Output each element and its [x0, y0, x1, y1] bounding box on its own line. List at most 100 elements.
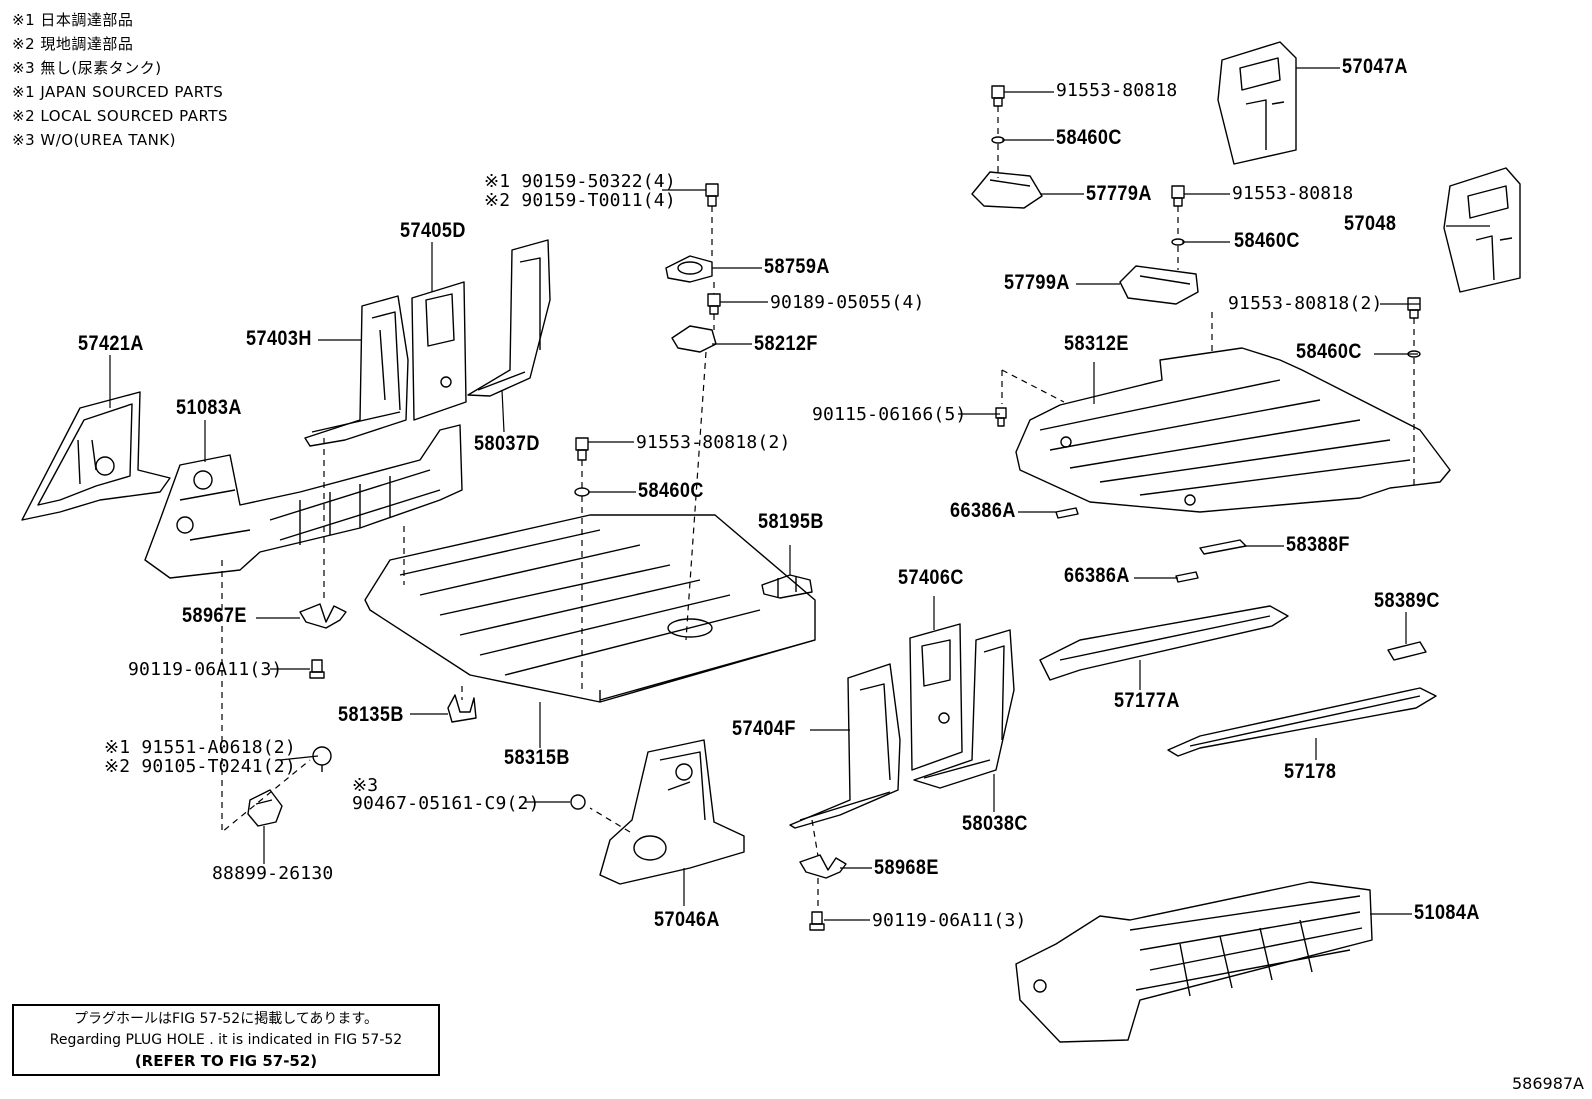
part-label-58460C[interactable]: 58460C [638, 479, 704, 502]
part-label-57421A[interactable]: 57421A [78, 332, 144, 355]
part-label-57048[interactable]: 57048 [1344, 212, 1397, 235]
part-label-90467-05161-C9-2[interactable]: 90467-05161-C9(2) [352, 793, 540, 814]
part-88899-26130-drawing [247, 789, 283, 827]
part-label-58195B[interactable]: 58195B [758, 510, 824, 533]
note-line: ※1 日本調達部品 [12, 11, 134, 29]
part-57047A-drawing [1217, 41, 1297, 165]
part-label-58135B[interactable]: 58135B [338, 703, 404, 726]
note-line: ※1 JAPAN SOURCED PARTS [12, 83, 224, 101]
part-58315B-drawing [364, 514, 816, 703]
part-label-57403H[interactable]: 57403H [246, 327, 312, 350]
sourcing-notes: ※1 日本調達部品 ※2 現地調達部品 ※3 無し(尿素タンク) ※1 JAPA… [12, 8, 228, 152]
part-label-57406C[interactable]: 57406C [898, 566, 964, 589]
part-57799A-drawing [1119, 265, 1199, 305]
part-label-51084A[interactable]: 51084A [1414, 901, 1480, 924]
part-label-58967E[interactable]: 58967E [182, 604, 247, 627]
part-58038C-drawing [913, 629, 1015, 789]
part-label-58315B[interactable]: 58315B [504, 746, 570, 769]
part-label-58460C[interactable]: 58460C [1296, 340, 1362, 363]
part-label-58038C[interactable]: 58038C [962, 812, 1028, 835]
note-line: ※2 LOCAL SOURCED PARTS [12, 107, 228, 125]
bolt-90189-drawing [707, 293, 721, 315]
part-label-57047A[interactable]: 57047A [1342, 55, 1408, 78]
clip-66386A-a-drawing [1055, 507, 1079, 519]
part-label-57779A[interactable]: 57779A [1086, 182, 1152, 205]
part-label-58389C[interactable]: 58389C [1374, 589, 1440, 612]
part-label-note-3-marker: ※3 [352, 775, 379, 796]
part-57421A-drawing [21, 391, 171, 521]
part-label-90159-T0011[interactable]: ※2 90159-T0011(4) [484, 190, 676, 211]
note-english: Regarding PLUG HOLE . it is indicated in… [49, 1032, 403, 1048]
part-57177A-drawing [1039, 605, 1289, 681]
part-58759A-drawing [665, 255, 713, 283]
part-57405D-drawing [411, 281, 467, 421]
part-label-58312E[interactable]: 58312E [1064, 332, 1129, 355]
part-label-91553-80818[interactable]: 91553-80818 [1056, 80, 1178, 101]
part-label-57405D[interactable]: 57405D [400, 219, 466, 242]
part-57403H-drawing [304, 295, 409, 447]
part-58195B-drawing [761, 574, 813, 599]
bolt-91553-right-drawing [1407, 297, 1421, 358]
clip-66386A-b-drawing [1175, 571, 1199, 583]
part-label-90115-06166-5[interactable]: 90115-06166(5) [812, 404, 967, 425]
part-58135B-drawing [447, 694, 477, 723]
part-label-66386A[interactable]: 66386A [1064, 564, 1130, 587]
bolt-90119-06A11-left-drawing [309, 659, 325, 679]
part-58312E-drawing [1015, 347, 1451, 513]
bolt-90119-06A11-right-drawing [809, 911, 825, 931]
part-label-57046A[interactable]: 57046A [654, 908, 720, 931]
part-label-91553-80818-2[interactable]: 91553-80818(2) [636, 432, 791, 453]
part-label-58759A[interactable]: 58759A [764, 255, 830, 278]
part-57779A-drawing [971, 171, 1043, 209]
part-58388F-drawing [1199, 539, 1247, 555]
part-label-66386A[interactable]: 66386A [950, 499, 1016, 522]
note-line: ※3 無し(尿素タンク) [12, 59, 162, 77]
part-label-90119-06A11-3[interactable]: 90119-06A11(3) [128, 659, 283, 680]
part-label-57177A[interactable]: 57177A [1114, 689, 1180, 712]
part-label-57178[interactable]: 57178 [1284, 760, 1337, 783]
note-line: ※2 現地調達部品 [12, 35, 134, 53]
part-label-58388F[interactable]: 58388F [1286, 533, 1350, 556]
part-label-91553-80818-2[interactable]: 91553-80818(2) [1228, 293, 1383, 314]
part-label-58037D[interactable]: 58037D [474, 432, 540, 455]
part-label-91551-A0618[interactable]: ※1 91551-A0618(2) [104, 737, 296, 758]
part-label-88899-26130[interactable]: 88899-26130 [212, 863, 334, 884]
bolt-90115-drawing [995, 407, 1007, 427]
dashed-assembly-lines [221, 106, 1415, 910]
part-58212F-drawing [671, 325, 717, 353]
part-label-51083A[interactable]: 51083A [176, 396, 242, 419]
part-57048-drawing [1443, 167, 1521, 293]
grommet-90467-drawing [570, 794, 586, 810]
part-label-90159-50322[interactable]: ※1 90159-50322(4) [484, 171, 676, 192]
figure-id: 586987A [1511, 1074, 1584, 1093]
bolt-91553-mid-drawing [1171, 185, 1185, 246]
part-58037D-drawing [467, 239, 551, 397]
bolt-91553-top-drawing [991, 85, 1005, 144]
note-line: ※3 W/O(UREA TANK) [12, 131, 177, 149]
part-51084A-drawing [1015, 881, 1373, 1043]
part-label-58460C[interactable]: 58460C [1056, 126, 1122, 149]
part-label-58968E[interactable]: 58968E [874, 856, 939, 879]
part-label-58212F[interactable]: 58212F [754, 332, 818, 355]
clip-91551-drawing [312, 746, 332, 772]
part-58389C-drawing [1387, 641, 1427, 661]
part-58968E-drawing [799, 854, 847, 879]
washer-58460C-middle-drawing [574, 487, 590, 497]
part-57046A-drawing [599, 739, 745, 885]
note-refer: (REFER TO FIG 57-52) [134, 1052, 318, 1070]
plug-hole-note: プラグホールはFIG 57-52に掲載してあります。 Regarding PLU… [12, 1004, 440, 1076]
part-label-58460C[interactable]: 58460C [1234, 229, 1300, 252]
part-label-91553-80818[interactable]: 91553-80818 [1232, 183, 1354, 204]
part-57404F-drawing [789, 663, 901, 829]
part-label-57799A[interactable]: 57799A [1004, 271, 1070, 294]
part-label-90105-T0241[interactable]: ※2 90105-T0241(2) [104, 756, 296, 777]
leader-lines [109, 67, 1490, 921]
note-japanese: プラグホールはFIG 57-52に掲載してあります。 [74, 1011, 378, 1027]
part-label-90119-06A11-3[interactable]: 90119-06A11(3) [872, 910, 1027, 931]
bolt-90159-drawing [705, 183, 719, 207]
part-label-57404F[interactable]: 57404F [732, 717, 796, 740]
part-58967E-drawing [299, 603, 347, 629]
part-57178-drawing [1167, 687, 1437, 757]
part-label-90189-05055[interactable]: 90189-05055(4) [770, 292, 925, 313]
